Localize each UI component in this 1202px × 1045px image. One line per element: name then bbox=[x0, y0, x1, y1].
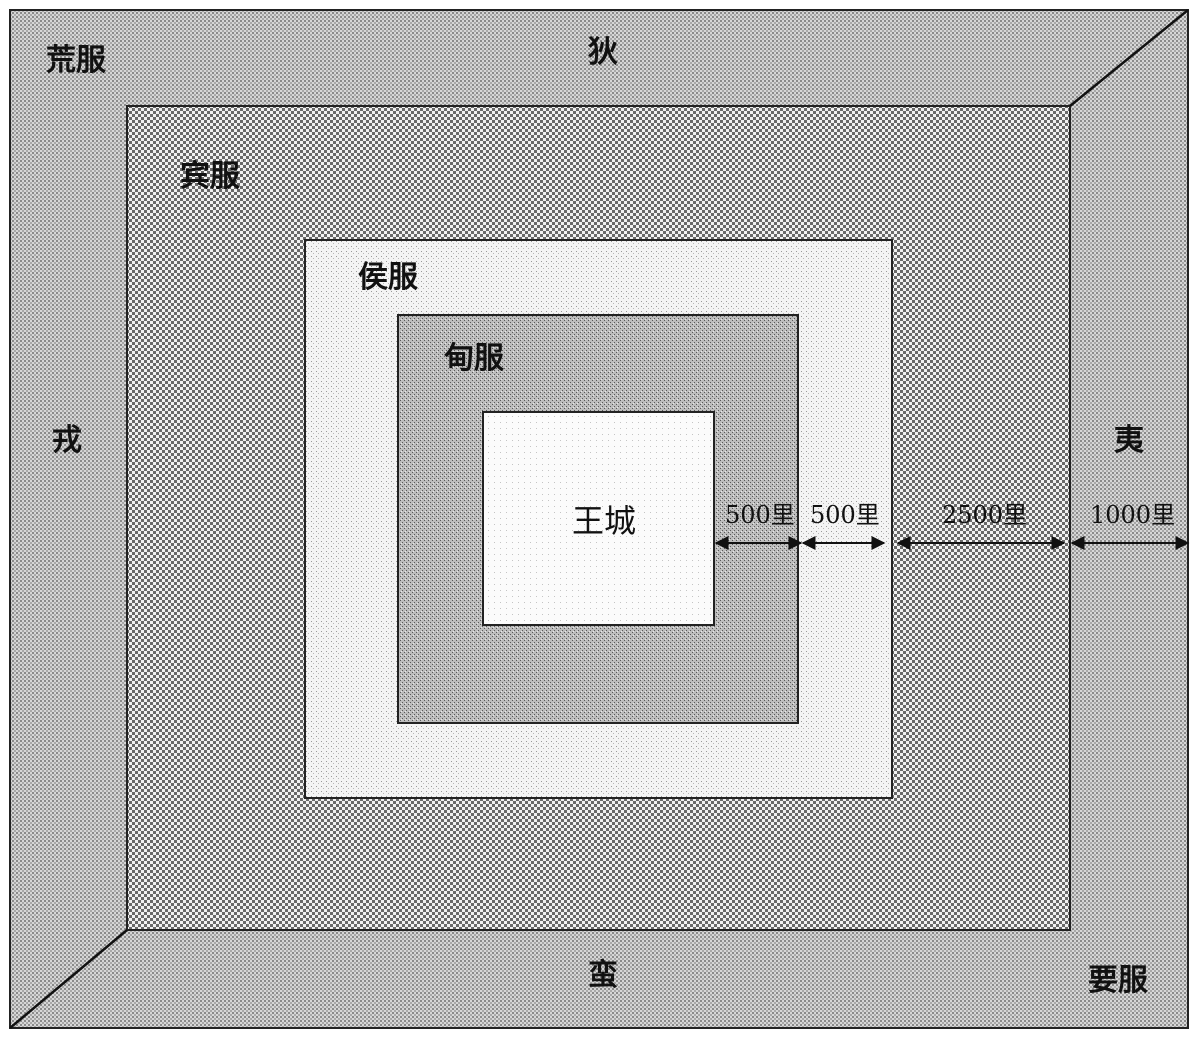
hou-zone-label: 侯服 bbox=[358, 260, 419, 295]
outer-zone-label: 荒服 bbox=[46, 43, 107, 78]
direction-south-label: 蛮 bbox=[588, 958, 618, 993]
distance-label-outer: 1000里 bbox=[1090, 501, 1175, 529]
bin-zone-label: 宾服 bbox=[180, 159, 241, 194]
corner-diagonal-top-right bbox=[1069, 9, 1189, 107]
center-zone bbox=[482, 411, 715, 626]
direction-west-label: 戎 bbox=[52, 423, 82, 458]
distance-label-hou: 500里 bbox=[810, 501, 880, 529]
center-label: 王城 bbox=[572, 502, 636, 540]
distance-label-bin: 2500里 bbox=[942, 501, 1027, 529]
corner-diagonal-bottom-left bbox=[9, 929, 128, 1029]
direction-north-label: 狄 bbox=[587, 35, 618, 70]
distance-label-dian: 500里 bbox=[725, 501, 795, 529]
dian-zone-label: 甸服 bbox=[444, 341, 505, 376]
direction-east-label: 夷 bbox=[1114, 423, 1144, 458]
yao-zone-label: 要服 bbox=[1088, 963, 1149, 998]
